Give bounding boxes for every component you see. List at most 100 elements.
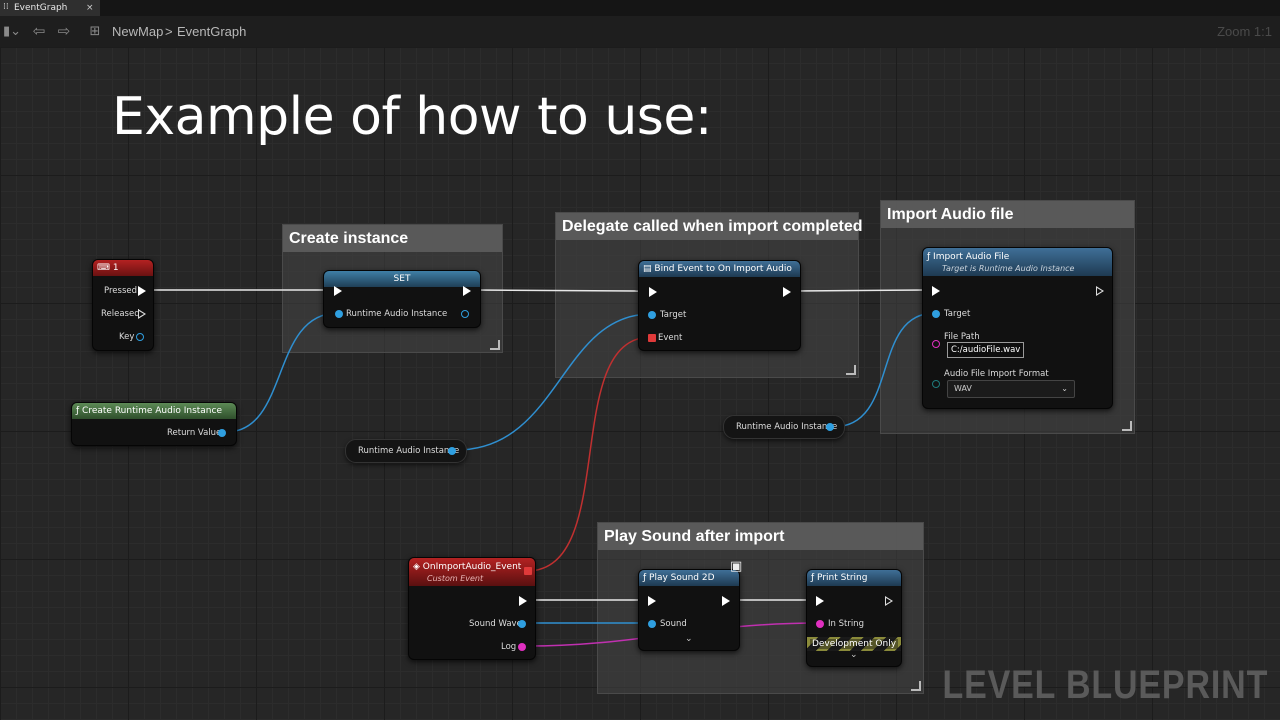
bind-icon: ▤ <box>643 264 652 274</box>
exec-pin-in[interactable] <box>648 596 656 606</box>
development-only-label: Development Only <box>809 639 899 649</box>
data-pin-sound[interactable] <box>648 620 656 628</box>
level-blueprint-watermark: LEVEL BLUEPRINT <box>942 663 1268 707</box>
data-pin-runtime-audio-instance[interactable] <box>335 310 343 318</box>
node-title: SET <box>393 274 411 284</box>
pin-label-key: Key <box>119 332 135 342</box>
data-pin-in-string[interactable] <box>816 620 824 628</box>
format-selected: WAV <box>954 384 972 393</box>
data-pin-out[interactable] <box>826 423 834 431</box>
pin-label-in-string: In String <box>828 619 864 629</box>
function-icon: ƒ <box>927 252 931 262</box>
node-subtitle: Custom Event <box>427 574 484 583</box>
data-pin-format[interactable] <box>932 380 940 388</box>
delegate-pin-event[interactable] <box>648 334 656 342</box>
exec-pin-out[interactable] <box>463 286 471 296</box>
node-key-1[interactable]: ⌨ 1 Pressed Released Key <box>92 259 154 351</box>
breadcrumb-separator: > <box>165 24 173 39</box>
bookmark-dropdown-icon[interactable]: ▮⌄ <box>2 24 22 39</box>
data-pin-key[interactable] <box>136 333 144 341</box>
close-icon[interactable]: × <box>86 3 94 13</box>
node-title: Bind Event to On Import Audio <box>654 264 792 274</box>
comment-title: Delegate called when import completed <box>556 213 863 240</box>
node-title: 1 <box>112 263 119 273</box>
node-header: ⌨ 1 <box>93 260 153 276</box>
exec-pin-in[interactable] <box>649 287 657 297</box>
data-pin-target[interactable] <box>648 311 656 319</box>
exec-pin-out[interactable] <box>885 596 893 606</box>
pin-label-log: Log <box>501 642 517 652</box>
node-play-sound-2d[interactable]: ƒ Play Sound 2D Sound ⌄ <box>638 569 740 651</box>
node-title: Create Runtime Audio Instance <box>82 406 222 416</box>
exec-pin-out[interactable] <box>783 287 791 297</box>
pin-label-format: Audio File Import Format <box>944 369 1049 379</box>
comment-title: Play Sound after import <box>598 523 923 550</box>
pin-label-target: Target <box>660 310 687 320</box>
keyboard-icon: ⌨ <box>97 263 110 273</box>
node-get-runtime-audio-instance-1[interactable]: Runtime Audio Instance <box>345 439 467 463</box>
node-title: Print String <box>817 573 868 583</box>
chevron-down-icon[interactable]: ⌄ <box>850 650 858 660</box>
tab-label: EventGraph <box>14 3 68 13</box>
data-pin-out[interactable] <box>448 447 456 455</box>
exec-pin-released[interactable] <box>138 309 146 319</box>
pin-label-pressed: Pressed <box>104 286 137 296</box>
comment-title: Import Audio file <box>881 201 1134 228</box>
exec-pin-in[interactable] <box>334 286 342 296</box>
resize-handle[interactable] <box>490 340 500 350</box>
pin-label-event: Event <box>658 333 683 343</box>
headline-text: Example of how to use: <box>112 87 712 147</box>
node-get-runtime-audio-instance-2[interactable]: Runtime Audio Instance <box>723 415 845 439</box>
node-set[interactable]: SET Runtime Audio Instance <box>323 270 481 328</box>
data-pin-file-path[interactable] <box>932 340 940 348</box>
node-header: SET <box>324 271 480 287</box>
pin-label-target: Target <box>944 309 971 319</box>
chevron-down-icon[interactable]: ⌄ <box>685 634 693 644</box>
data-pin-log[interactable] <box>518 643 526 651</box>
exec-pin-out[interactable] <box>722 596 730 606</box>
file-path-input[interactable]: C:/audioFile.wav <box>947 342 1025 358</box>
pin-label-file-path: File Path <box>944 332 980 342</box>
forward-arrow-icon[interactable]: ⇨ <box>57 22 71 40</box>
chevron-down-icon: ⌄ <box>1061 384 1068 393</box>
function-icon: ƒ <box>811 573 815 583</box>
node-print-string[interactable]: ƒ Print String In String Development Onl… <box>806 569 902 667</box>
node-custom-event[interactable]: ◈ OnImportAudio_Event Custom Event Sound… <box>408 557 536 660</box>
hierarchy-icon[interactable]: ⊞ <box>89 24 101 39</box>
data-pin-target[interactable] <box>932 310 940 318</box>
pin-label-runtime-audio-instance: Runtime Audio Instance <box>346 309 448 319</box>
breadcrumb-current[interactable]: EventGraph <box>177 24 247 39</box>
node-header: ƒ Print String <box>807 570 901 586</box>
breadcrumb-root[interactable]: NewMap <box>112 24 164 39</box>
client-only-icon: ▣ <box>730 559 743 574</box>
node-title: Play Sound 2D <box>649 573 715 583</box>
delegate-pin-out[interactable] <box>524 567 532 575</box>
graph-canvas[interactable]: Example of how to use: Create instance D… <box>0 47 1280 720</box>
chip-label: Runtime Audio Instance <box>358 446 460 456</box>
exec-pin-out[interactable] <box>1096 286 1104 296</box>
node-header: ƒ Import Audio File Target is Runtime Au… <box>923 248 1112 276</box>
data-pin-out[interactable] <box>461 310 469 318</box>
exec-pin-in[interactable] <box>932 286 940 296</box>
node-subtitle: Target is Runtime Audio Instance <box>942 264 1075 273</box>
node-header: ƒ Play Sound 2D <box>639 570 739 586</box>
tab-bar: ⁞⁞ EventGraph × <box>0 0 1280 16</box>
graph-icon: ⁞⁞ <box>3 2 9 12</box>
node-bind-event[interactable]: ▤ Bind Event to On Import Audio Target E… <box>638 260 801 351</box>
node-create-runtime-audio-instance[interactable]: ƒ Create Runtime Audio Instance Return V… <box>71 402 237 446</box>
format-dropdown[interactable]: WAV ⌄ <box>947 380 1075 398</box>
exec-pin-out[interactable] <box>519 596 527 606</box>
back-arrow-icon[interactable]: ⇦ <box>32 22 46 40</box>
resize-handle[interactable] <box>1122 421 1132 431</box>
node-import-audio-file[interactable]: ƒ Import Audio File Target is Runtime Au… <box>922 247 1113 409</box>
data-pin-sound-wave[interactable] <box>518 620 526 628</box>
resize-handle[interactable] <box>911 681 921 691</box>
node-title: Import Audio File <box>933 252 1010 262</box>
resize-handle[interactable] <box>846 365 856 375</box>
pin-label-released: Released <box>101 309 140 319</box>
node-header: ƒ Create Runtime Audio Instance <box>72 403 236 419</box>
exec-pin-pressed[interactable] <box>138 286 146 296</box>
tab-eventgraph[interactable]: ⁞⁞ EventGraph × <box>0 0 100 16</box>
exec-pin-in[interactable] <box>816 596 824 606</box>
data-pin-return-value[interactable] <box>218 429 226 437</box>
